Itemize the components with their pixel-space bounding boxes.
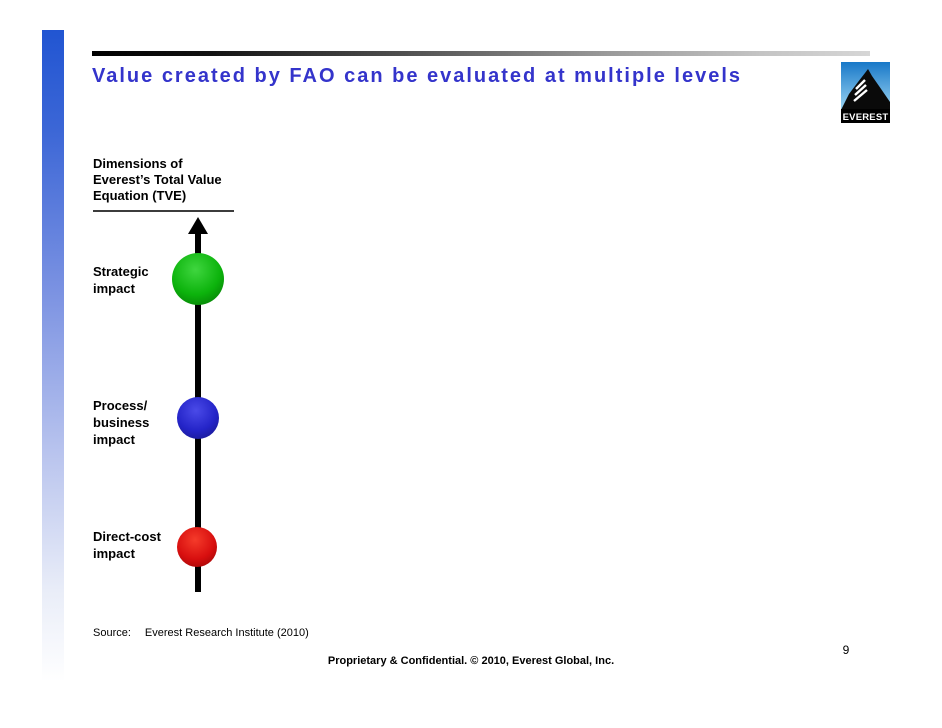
svg-text:EVEREST: EVEREST	[843, 112, 889, 123]
direct-cost-impact-label: Direct-cost impact	[93, 529, 161, 561]
source-line: Source: Everest Research Institute (2010)	[93, 627, 309, 639]
everest-mountain-icon: EVEREST	[841, 62, 890, 123]
axis-arrowhead-icon	[188, 217, 208, 234]
left-accent-bar	[42, 30, 64, 682]
axis-heading: Dimensions of Everest’s Total Value Equa…	[93, 156, 222, 203]
process-impact-ball	[177, 397, 219, 439]
axis-heading-underline	[93, 210, 234, 212]
confidentiality-footer: Proprietary & Confidential. © 2010, Ever…	[327, 655, 615, 667]
page-number: 9	[842, 643, 850, 657]
source-label: Source:	[93, 627, 131, 639]
process-impact-label: Process/ business impact	[93, 398, 150, 447]
source-text: Everest Research Institute (2010)	[144, 627, 309, 639]
slide-title: Value created by FAO can be evaluated at…	[92, 65, 742, 87]
strategic-impact-ball	[172, 253, 224, 305]
everest-logo: EVEREST	[841, 62, 890, 123]
title-rule-bar	[92, 51, 870, 56]
strategic-impact-label: Strategic impact	[93, 264, 149, 296]
direct-cost-impact-ball	[177, 527, 217, 567]
